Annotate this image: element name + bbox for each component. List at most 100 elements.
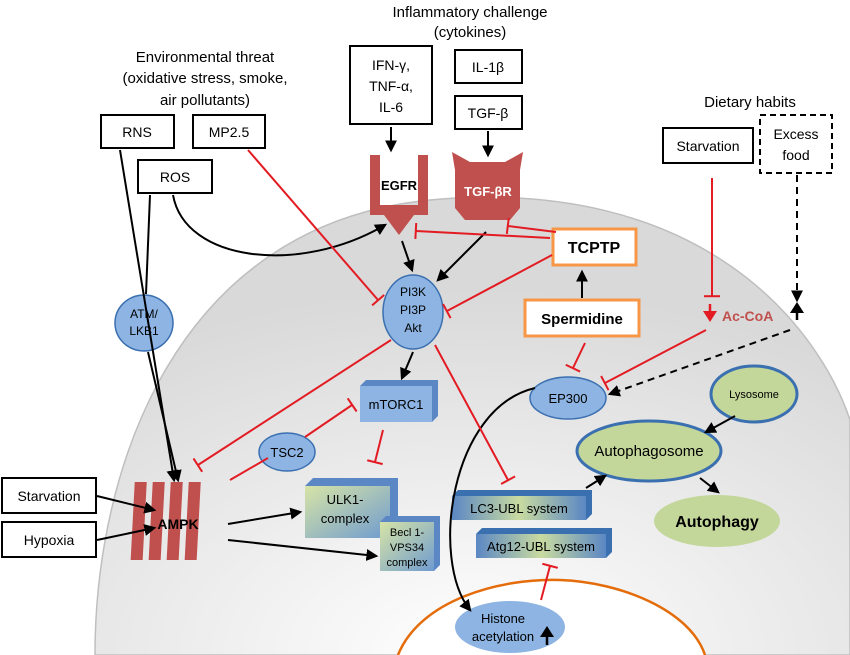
header-environmental: Environmental threat bbox=[136, 49, 275, 66]
arrow-starvation-ampk bbox=[96, 495, 157, 514]
ampk-node bbox=[130, 482, 201, 560]
activation-arrows bbox=[96, 127, 803, 612]
ulk1-complex-node bbox=[305, 478, 398, 538]
pi3p-label: PI3P bbox=[400, 303, 426, 317]
starvation-top-label: Starvation bbox=[676, 138, 739, 154]
mtorc1-label: mTORC1 bbox=[369, 397, 424, 412]
ep300-node bbox=[529, 376, 607, 420]
inhibit-pi3k-ampk bbox=[192, 339, 392, 473]
histone-up-arrow bbox=[540, 626, 554, 645]
inhibit-tcptp-pi3k bbox=[442, 254, 553, 319]
excess-food-box bbox=[759, 114, 833, 174]
il1b-box bbox=[454, 49, 523, 84]
food-label: food bbox=[782, 147, 809, 163]
tgfbr-receptor bbox=[452, 152, 523, 220]
acoa-down-arrow bbox=[703, 304, 717, 322]
ros-box bbox=[137, 159, 213, 194]
arrow-ampk-ulk1 bbox=[227, 507, 303, 525]
mp25-box bbox=[192, 114, 266, 149]
starvation-left-box bbox=[1, 477, 97, 514]
ros-label: ROS bbox=[160, 169, 190, 185]
arrow-ampk-becl1 bbox=[227, 539, 379, 561]
tsc2-label: TSC2 bbox=[270, 445, 303, 460]
autophagosome-label: Autophagosome bbox=[594, 443, 703, 460]
autophagy-node bbox=[654, 495, 780, 547]
tgfbr-label: TGF-βR bbox=[464, 184, 512, 199]
ep300-label: EP300 bbox=[548, 391, 587, 406]
atm-lkb1-node bbox=[114, 294, 174, 352]
lkb1-label: LKB1 bbox=[129, 324, 159, 338]
mtorc1-node bbox=[360, 380, 438, 422]
tnf-label: TNF-α, bbox=[369, 78, 413, 94]
mp25-label: MP2.5 bbox=[209, 124, 250, 140]
header-dietary: Dietary habits bbox=[704, 94, 796, 111]
arrow-pi3k-mtorc1 bbox=[400, 351, 414, 381]
tgfb-label: TGF-β bbox=[468, 105, 509, 121]
cytokines-box bbox=[349, 45, 433, 125]
spermidine-label: Spermidine bbox=[541, 311, 623, 328]
akt-label: Akt bbox=[404, 321, 422, 335]
hypoxia-box bbox=[1, 521, 97, 558]
arrow-ep300-histone bbox=[449, 387, 536, 612]
header-inflammatory-sub: (cytokines) bbox=[434, 24, 507, 41]
histone-label: Histone bbox=[481, 611, 525, 626]
lc3-label: LC3-UBL system bbox=[470, 501, 568, 516]
header-environmental-sub1: (oxidative stress, smoke, bbox=[122, 70, 287, 87]
header-environmental-sub2: air pollutants) bbox=[160, 92, 250, 109]
inhibit-tcptp-egfr bbox=[414, 222, 551, 240]
starvation-left-label: Starvation bbox=[17, 488, 80, 504]
arrow-lc3-autophagosome bbox=[585, 474, 608, 489]
arrow-tgfbr-pi3k bbox=[436, 231, 487, 282]
hypoxia-label: Hypoxia bbox=[24, 532, 75, 548]
ulk1-complex-label: complex bbox=[321, 511, 370, 526]
arrow-atm-ampk bbox=[147, 351, 182, 483]
inhibit-histone-atg12 bbox=[540, 562, 559, 601]
inhibit-mtorc1-ulk1 bbox=[366, 429, 384, 466]
ampk-label: AMPK bbox=[157, 516, 198, 532]
lc3-ubl-system-node bbox=[452, 490, 592, 520]
excess-label: Excess bbox=[773, 126, 818, 142]
rns-label: RNS bbox=[122, 124, 152, 140]
inhibit-acoa-ep300 bbox=[600, 329, 707, 391]
ifn-label: IFN-γ, bbox=[372, 57, 410, 73]
line-ros-atm bbox=[145, 194, 151, 295]
atm-label: ATM/ bbox=[130, 307, 158, 321]
ulk1-label: ULK1- bbox=[327, 492, 364, 507]
becl1-vps34-complex-node bbox=[380, 516, 440, 571]
rns-box bbox=[100, 114, 175, 149]
complex-label: complex bbox=[387, 557, 428, 569]
tcptp-label: TCPTP bbox=[568, 240, 621, 257]
arrow-hypoxia-ampk bbox=[96, 524, 157, 541]
tcptp-box bbox=[551, 227, 638, 267]
il6-label: IL-6 bbox=[379, 99, 403, 115]
egfr-label: EGFR bbox=[381, 178, 418, 193]
inhibition-lines bbox=[192, 149, 720, 601]
acoa-up-arrow bbox=[790, 302, 804, 320]
line-ampk-tsc2 bbox=[229, 457, 269, 481]
inhibit-tsc2-mtorc1 bbox=[304, 397, 358, 438]
arrow-autophagosome-autophagy bbox=[699, 477, 720, 494]
pi3k-label: PI3K bbox=[400, 285, 426, 299]
header-inflammatory: Inflammatory challenge bbox=[392, 4, 547, 21]
arrow-ros-egfr bbox=[172, 194, 388, 257]
vps34-label: VPS34 bbox=[390, 542, 424, 554]
acetylation-label: acetylation bbox=[472, 629, 534, 644]
autophagosome-node bbox=[575, 419, 723, 483]
il1b-label: IL-1β bbox=[472, 59, 504, 75]
lysosome-label: Lysosome bbox=[729, 389, 779, 401]
arrow-acoa-ep300 bbox=[607, 329, 791, 397]
atg12-ubl-system-node bbox=[476, 528, 612, 558]
egfr-receptor bbox=[370, 155, 428, 235]
becl1-label: Becl 1- bbox=[390, 527, 425, 539]
inhibit-pi3k-lc3 bbox=[434, 344, 516, 485]
acoa-label: Ac-CoA bbox=[722, 308, 773, 324]
tgfb-box bbox=[454, 95, 523, 130]
cell-membrane bbox=[94, 196, 850, 655]
inhibit-tcptp-tgfbr bbox=[505, 217, 557, 235]
autophagy-label: Autophagy bbox=[675, 514, 759, 531]
inhibit-mp25-pi3k bbox=[247, 149, 385, 307]
arrow-egfr-pi3k bbox=[401, 240, 415, 273]
lysosome-node bbox=[709, 364, 799, 424]
histone-acetylation-node bbox=[455, 601, 565, 653]
